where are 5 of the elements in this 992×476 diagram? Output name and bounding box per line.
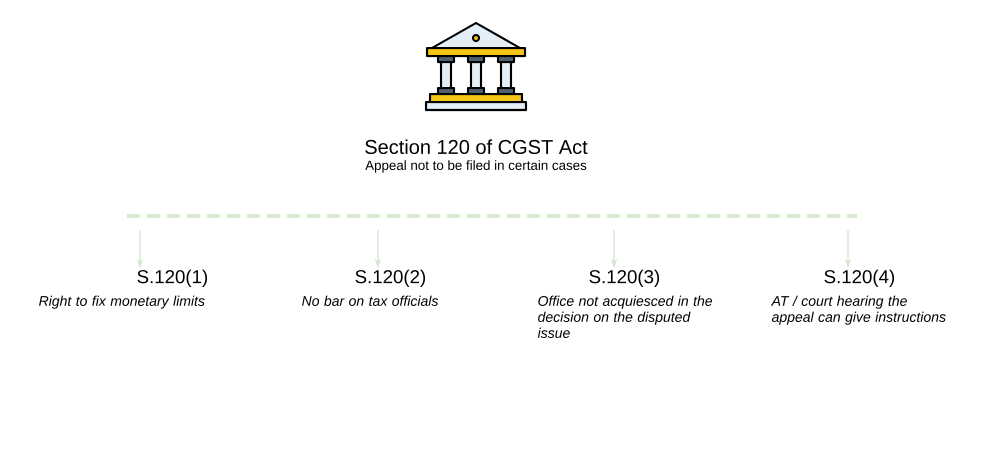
section-item: S.120(4) AT / court hearing the appeal can give instructions <box>770 270 946 325</box>
heading-text: Section 120 of CGST Act Appeal not to be filed in certain cases <box>365 139 588 173</box>
section-item: S.120(3) Office not acquiesced in the decision on the disputed issue <box>538 270 712 338</box>
section-item: S.120(1) Right to fix monetary limits <box>39 270 208 309</box>
section-item: S.120(2) No bar on tax officials <box>302 270 438 306</box>
